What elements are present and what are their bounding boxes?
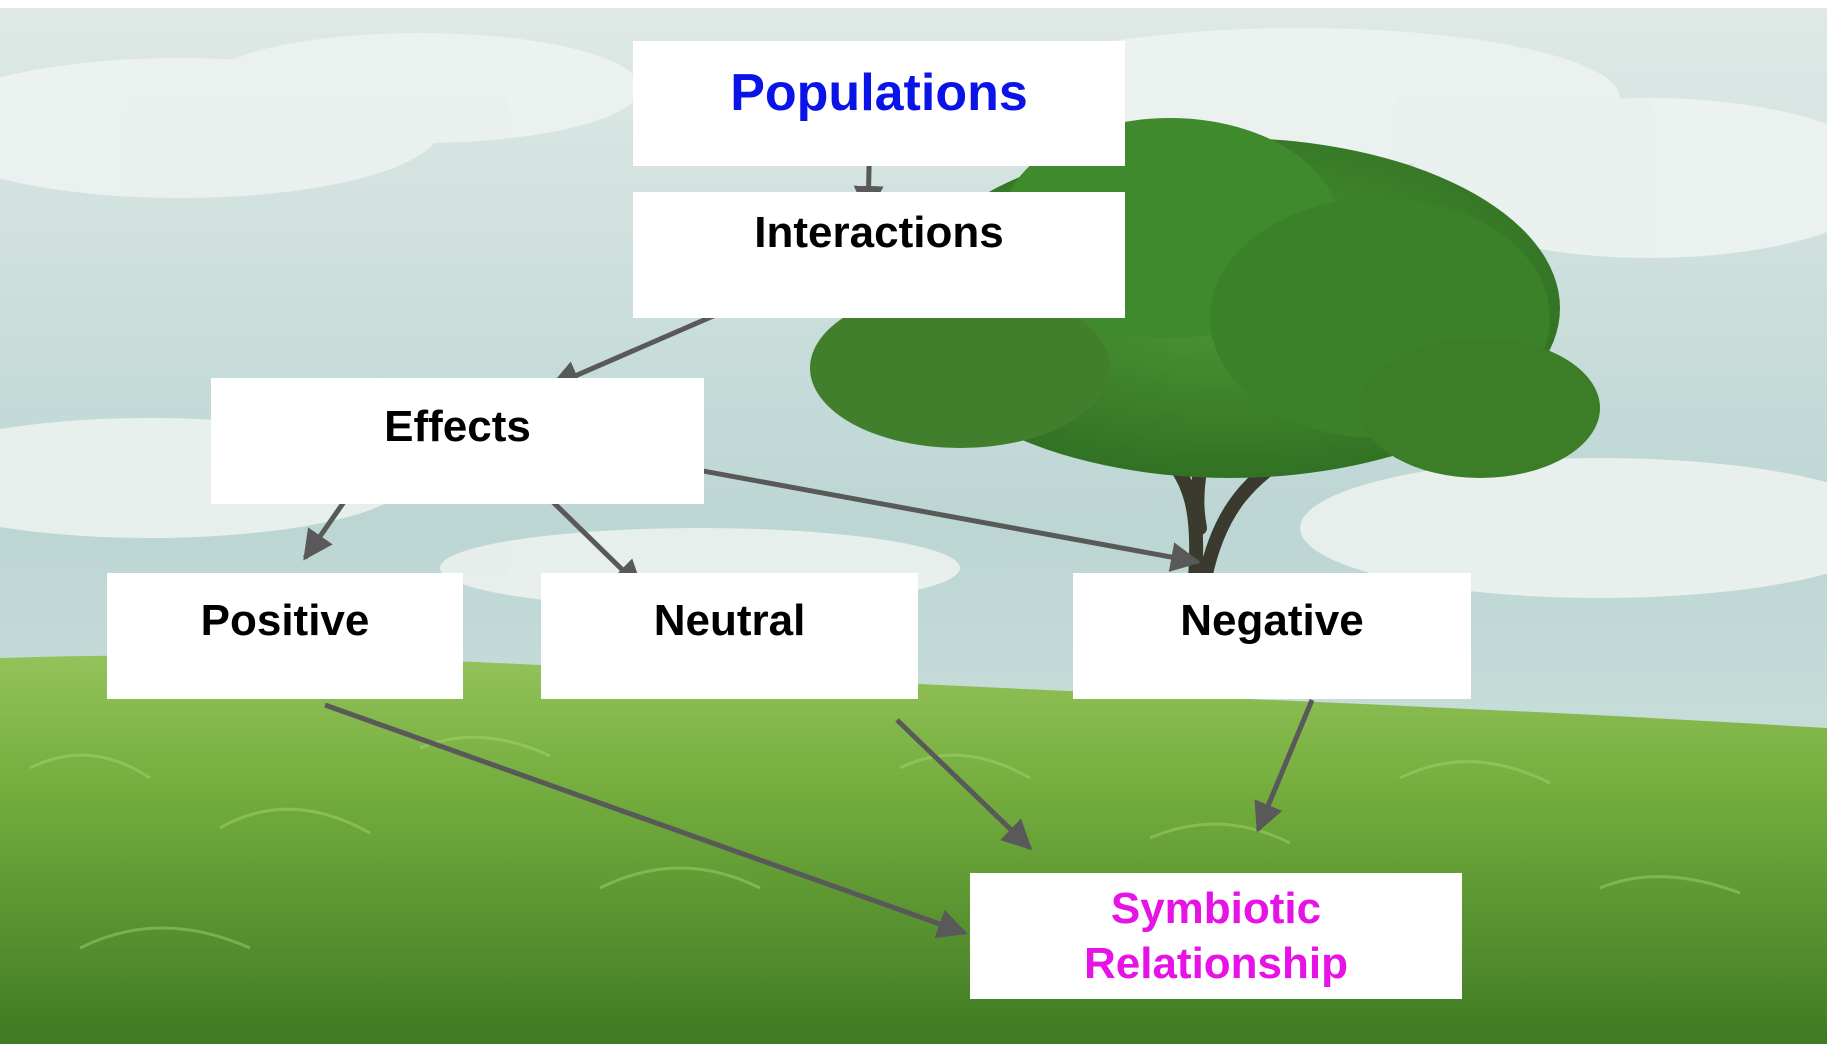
node-effects-label: Effects [384,401,531,451]
node-symbiotic-label-line1: Symbiotic [1110,884,1322,933]
node-effects: Effects [211,378,704,504]
arrow-negative-to-symbiotic [1254,699,1315,833]
node-positive-label: Positive [200,595,370,645]
node-populations-label: Populations [730,64,1028,122]
node-populations: Populations [633,41,1125,166]
node-positive: Positive [107,573,463,699]
node-interactions-label: Interactions [754,207,1004,257]
node-symbiotic-label-line2: Relationship [1083,939,1349,988]
clouds [0,28,1827,608]
arrow-positive-to-symbiotic [324,702,968,939]
node-negative-label: Negative [1180,595,1364,645]
node-negative: Negative [1073,573,1471,699]
node-neutral: Neutral [541,573,918,699]
diagram-canvas: Populations Interactions Effects Positiv… [0,8,1827,1044]
node-interactions: Interactions [633,192,1125,318]
node-neutral-label: Neutral [653,595,806,645]
arrow-neutral-to-symbiotic [895,718,1033,851]
background-landscape-image [0,8,1827,1044]
node-symbiotic-relationship: Symbiotic Relationship [970,873,1462,999]
